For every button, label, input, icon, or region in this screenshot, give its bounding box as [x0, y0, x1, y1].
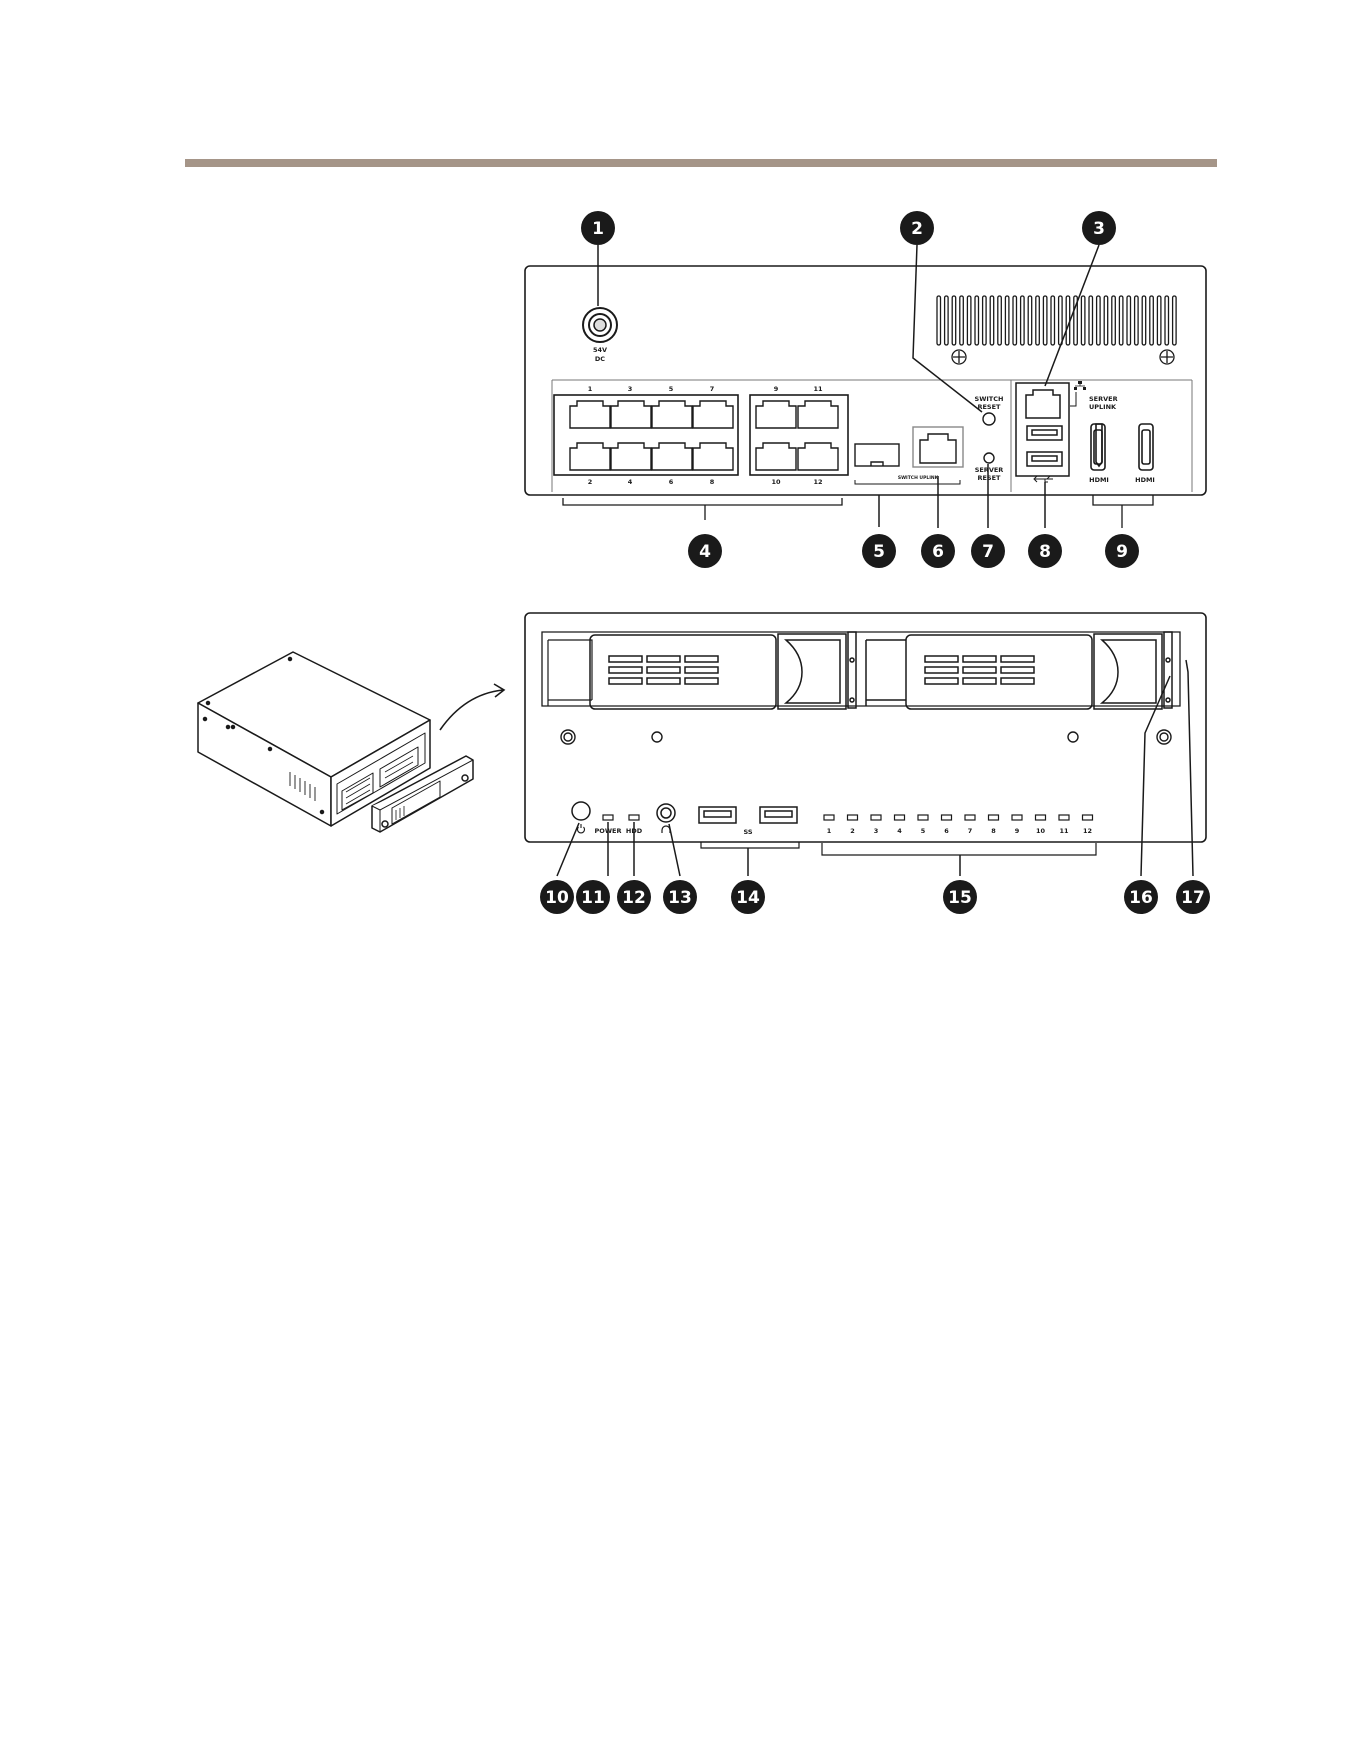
switch-reset-label-bottom: RESET	[977, 403, 1001, 411]
drive-led-label: 8	[991, 827, 996, 835]
vent-slot	[952, 296, 956, 345]
vent-slot	[1142, 296, 1146, 345]
vent-slot	[1066, 296, 1070, 345]
callout-15: 15	[948, 888, 972, 908]
callout-12: 12	[622, 888, 646, 908]
callout-13: 13	[668, 888, 692, 908]
callout-6: 6	[932, 542, 944, 562]
server-uplink-label-top: SERVER	[1089, 395, 1118, 403]
vent-slot	[967, 296, 971, 345]
port-label-1: 1	[588, 385, 593, 393]
drive-led-label: 12	[1083, 827, 1092, 835]
vent-slot	[960, 296, 964, 345]
port-label-3: 3	[628, 385, 633, 393]
vent-slot	[1119, 296, 1123, 345]
vent-slot	[1165, 296, 1169, 345]
port-label-12: 12	[813, 478, 822, 486]
vent-slot	[1127, 296, 1131, 345]
vent-slot	[1173, 296, 1177, 345]
vent-slot	[998, 296, 1002, 345]
vent-slot	[990, 296, 994, 345]
vent-slot	[1036, 296, 1040, 345]
vent-slot	[1081, 296, 1085, 345]
vent-slot	[975, 296, 979, 345]
vent-slot	[945, 296, 949, 345]
vent-slot	[1135, 296, 1139, 345]
vent-slot	[1013, 296, 1017, 345]
rear-brackets	[563, 495, 1153, 528]
callout-2: 2	[911, 219, 923, 239]
vent-slot	[1097, 296, 1101, 345]
vent-slot	[1089, 296, 1093, 345]
callout-9: 9	[1116, 542, 1128, 562]
callout-11: 11	[581, 888, 605, 908]
vent-slot	[1021, 296, 1025, 345]
vent-slot	[1043, 296, 1047, 345]
callout-5: 5	[873, 542, 885, 562]
curved-arrow-icon	[440, 684, 504, 730]
drive-led-label: 10	[1036, 827, 1046, 835]
drive-led-label: 7	[968, 827, 973, 835]
hdmi-label-2: HDMI	[1135, 476, 1155, 484]
drive-led-label: 11	[1059, 827, 1069, 835]
drive-led-label: 5	[921, 827, 926, 835]
vent-slot	[983, 296, 987, 345]
drive-led-label: 3	[874, 827, 879, 835]
dc-power-jack	[583, 308, 617, 342]
vent-slot	[1028, 296, 1032, 345]
vent-slot	[937, 296, 941, 345]
port-label-11: 11	[813, 385, 823, 393]
server-reset-label-bottom: RESET	[977, 474, 1001, 482]
drive-led-label: 9	[1015, 827, 1020, 835]
callout-14: 14	[736, 888, 760, 908]
vent-slot	[1104, 296, 1108, 345]
drive-led-label: 6	[944, 827, 949, 835]
callout-16: 16	[1129, 888, 1153, 908]
switch-uplink-label: SWITCH UPLINK	[898, 475, 939, 481]
vent-slot	[1157, 296, 1161, 345]
port-label-5: 5	[669, 385, 674, 393]
switch-reset-label-top: SWITCH	[975, 395, 1004, 403]
vent-slot	[1005, 296, 1009, 345]
callout-7: 7	[982, 542, 994, 562]
drive-led-label: 1	[827, 827, 832, 835]
hdmi-label-1: HDMI	[1089, 476, 1109, 484]
vent-slot	[1051, 296, 1055, 345]
callout-17: 17	[1181, 888, 1205, 908]
callout-4: 4	[699, 542, 711, 562]
dc-volt-label: 54V	[593, 346, 607, 354]
port-label-6: 6	[669, 478, 674, 486]
callout-8: 8	[1039, 542, 1051, 562]
usb-ss-label: SS	[743, 828, 752, 836]
port-label-4: 4	[628, 478, 633, 486]
callout-3: 3	[1093, 219, 1105, 239]
vent-slot	[1112, 296, 1116, 345]
port-label-9: 9	[774, 385, 779, 393]
port-label-7: 7	[710, 385, 715, 393]
led-bracket	[822, 843, 1096, 855]
drive-led-label: 4	[897, 827, 902, 835]
port-label-10: 10	[771, 478, 781, 486]
port-label-8: 8	[710, 478, 715, 486]
callout-1: 1	[592, 219, 604, 239]
callout-10: 10	[545, 888, 569, 908]
server-uplink-label-bottom: UPLINK	[1089, 403, 1117, 411]
server-reset-label-top: SERVER	[975, 466, 1004, 474]
port-label-2: 2	[588, 478, 593, 486]
vent-slot	[1150, 296, 1154, 345]
vent-slot	[1059, 296, 1063, 345]
drive-led-label: 2	[850, 827, 855, 835]
dc-label: DC	[595, 355, 605, 363]
